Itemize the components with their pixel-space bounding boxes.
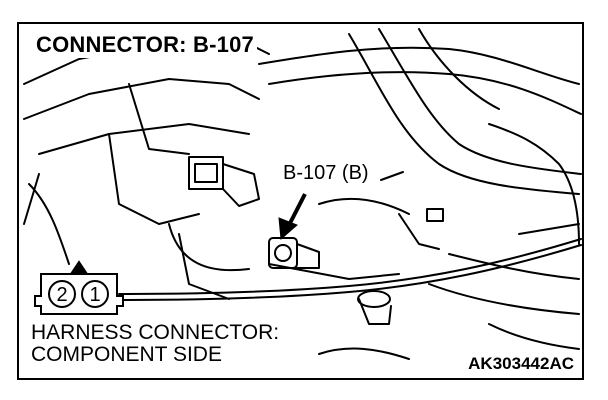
- engine-bay-illustration: 2 1: [23, 28, 582, 360]
- connector-callout-label: B-107 (B): [281, 162, 371, 185]
- figure-code: AK303442AC: [466, 354, 576, 374]
- connector-title: CONNECTOR: B-107: [33, 32, 257, 58]
- harness-caption-line-1: HARNESS CONNECTOR:: [31, 321, 280, 344]
- harness-connector-caption: HARNESS CONNECTOR: COMPONENT SIDE: [29, 321, 282, 366]
- pin-2-label: 2: [56, 284, 67, 306]
- harness-caption-line-2: COMPONENT SIDE: [31, 343, 222, 366]
- diagram-frame: 2 1 CONNECTOR: B-107 B-107 (B) HARNESS C…: [17, 22, 584, 380]
- pin-1-label: 1: [89, 284, 100, 306]
